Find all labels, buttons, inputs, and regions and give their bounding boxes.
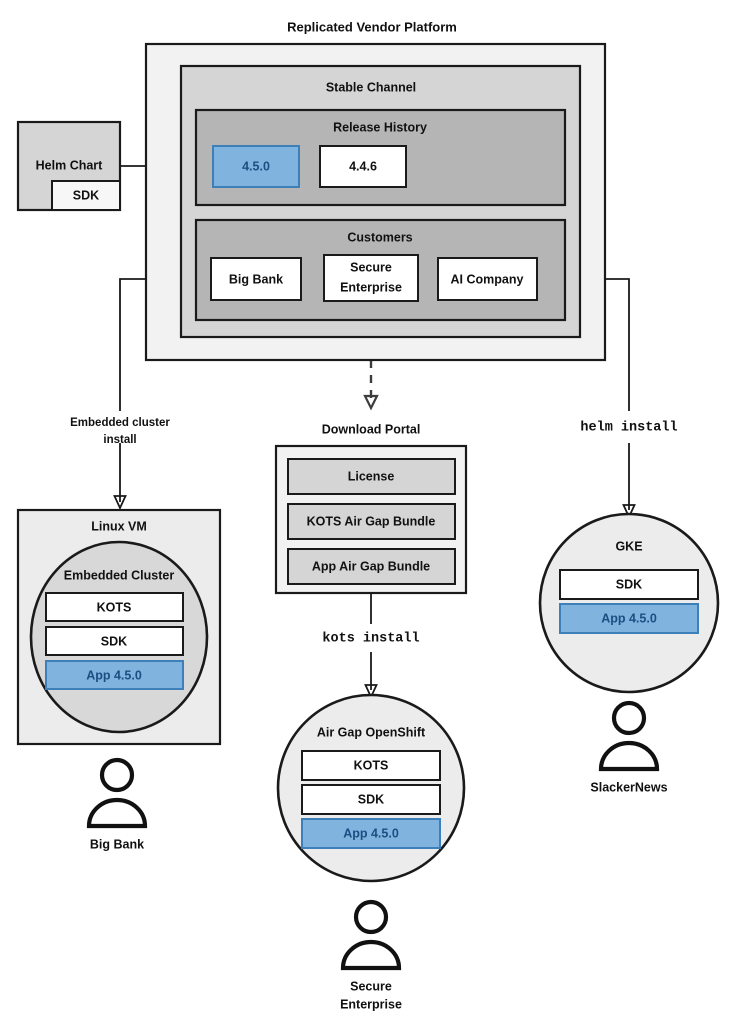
avatar-body-icon: [340, 939, 402, 971]
customer-label: AI Company: [451, 272, 524, 286]
target-label: Linux VM: [91, 519, 147, 533]
release-card-450[interactable]: 4.5.0: [212, 145, 300, 188]
openshift-component-kots[interactable]: KOTS: [301, 750, 441, 781]
edge-label-kots-install: kots install: [322, 632, 419, 647]
artifact-label: License: [348, 469, 395, 483]
avatar-head-icon: [353, 899, 389, 935]
linux-vm-component-kots[interactable]: KOTS: [45, 592, 184, 622]
download-artifact-kots-air-gap-bundle[interactable]: KOTS Air Gap Bundle: [287, 503, 456, 540]
download-artifact-license[interactable]: License: [287, 458, 456, 495]
actor-label: Big Bank: [90, 837, 144, 851]
customer-card-ai-company[interactable]: AI Company: [437, 257, 538, 301]
actor-label: SlackerNews: [590, 780, 667, 794]
openshift-component-sdk[interactable]: SDK: [301, 784, 441, 815]
component-label: SDK: [358, 792, 384, 806]
openshift-component-app[interactable]: App 4.5.0: [301, 818, 441, 849]
gke-component-sdk[interactable]: SDK: [559, 569, 699, 600]
release-history-label: Release History: [333, 120, 427, 134]
customer-label-line2: Enterprise: [340, 280, 402, 294]
avatar-head-icon: [611, 700, 647, 736]
sdk-label: SDK: [73, 188, 99, 202]
edge-downloadportal-to-openshift: [364, 593, 378, 700]
customer-card-big-bank[interactable]: Big Bank: [210, 257, 302, 301]
edge-label-embedded-cluster-install: Embedded cluster install: [70, 417, 170, 446]
customer-label: Big Bank: [229, 272, 283, 286]
edge-label-helm-install: helm install: [580, 421, 677, 436]
edge-label-line1: Embedded cluster: [70, 417, 170, 429]
release-version-label: 4.4.6: [349, 159, 377, 173]
customer-card-secure-enterprise[interactable]: Secure Enterprise: [323, 254, 419, 302]
download-artifact-app-air-gap-bundle[interactable]: App Air Gap Bundle: [287, 548, 456, 585]
edge-label-line2: install: [103, 434, 136, 446]
component-label: App 4.5.0: [343, 826, 399, 840]
release-card-446[interactable]: 4.4.6: [319, 145, 407, 188]
actor-big-bank: Big Bank: [86, 757, 148, 851]
component-label: SDK: [616, 577, 642, 591]
actor-label-line2: Enterprise: [340, 997, 402, 1011]
component-label: KOTS: [354, 758, 389, 772]
embedded-cluster-label: Embedded Cluster: [64, 568, 175, 582]
artifact-label: App Air Gap Bundle: [312, 559, 430, 573]
component-label: App 4.5.0: [601, 611, 657, 625]
helm-chart-label: Helm Chart: [36, 158, 104, 172]
avatar-body-icon: [598, 740, 660, 772]
actor-secure-enterprise: Secure Enterprise: [340, 899, 402, 1011]
linux-vm-component-app[interactable]: App 4.5.0: [45, 660, 184, 690]
component-label: App 4.5.0: [86, 668, 142, 682]
customers-label: Customers: [347, 230, 412, 244]
target-label: Air Gap OpenShift: [317, 725, 426, 739]
customer-label-line1: Secure: [350, 260, 392, 274]
linux-vm-component-sdk[interactable]: SDK: [45, 626, 184, 656]
avatar-head-icon: [99, 757, 135, 793]
artifact-label: KOTS Air Gap Bundle: [307, 514, 436, 528]
diagram-title: Replicated Vendor Platform: [287, 19, 457, 34]
avatar-body-icon: [86, 797, 148, 829]
component-label: KOTS: [97, 600, 132, 614]
download-portal-label: Download Portal: [322, 422, 421, 436]
actor-slackernews: SlackerNews: [590, 700, 668, 794]
release-version-label: 4.5.0: [242, 159, 270, 173]
stable-channel-label: Stable Channel: [326, 80, 416, 94]
component-label: SDK: [101, 634, 127, 648]
actor-label-line1: Secure: [350, 979, 392, 993]
helm-chart-sdk-box[interactable]: SDK: [51, 180, 121, 211]
target-label: GKE: [615, 539, 642, 553]
gke-component-app[interactable]: App 4.5.0: [559, 603, 699, 634]
